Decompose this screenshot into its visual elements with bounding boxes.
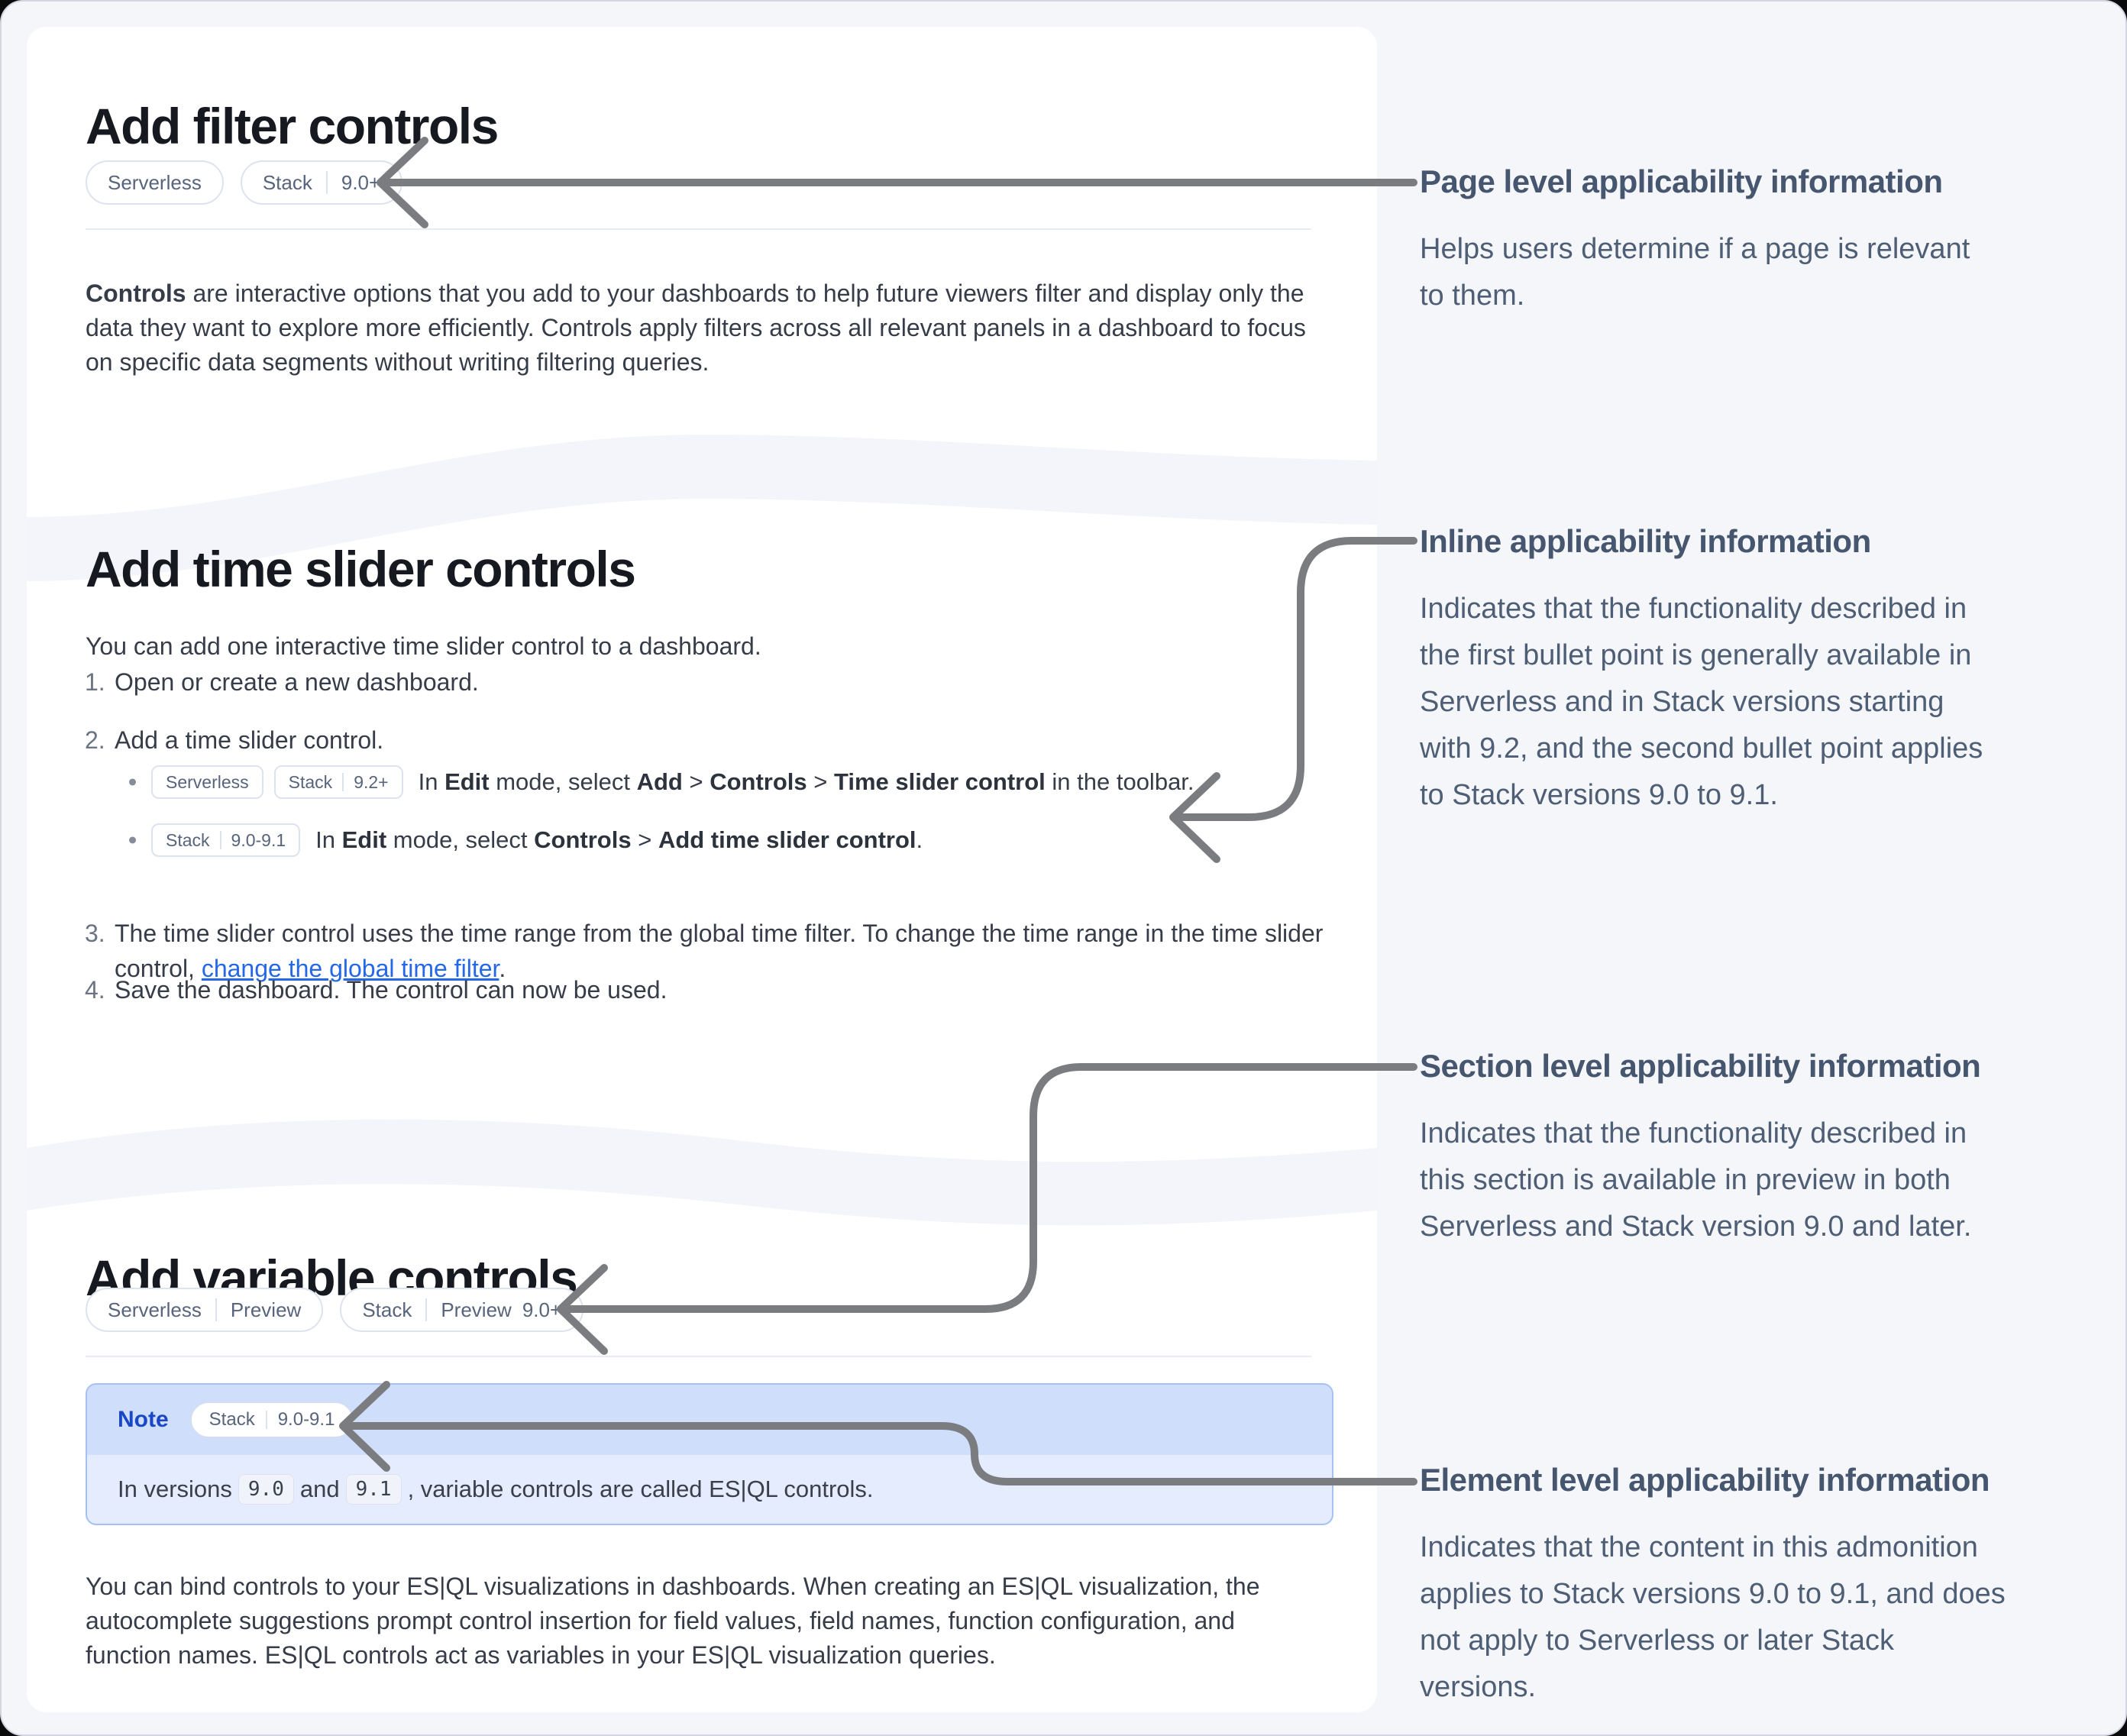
divider — [86, 1356, 1311, 1357]
badge-stack-version[interactable]: Stack 9.0-9.1 — [189, 1401, 354, 1438]
code-chip: 9.0 — [238, 1474, 294, 1505]
annotation-title: Page level applicability information — [1420, 163, 1943, 199]
intro-paragraph: Controls are interactive options that yo… — [86, 280, 1306, 376]
annotation-title: Element level applicability information — [1420, 1462, 1990, 1498]
content-column: Add filter controls Serverless Stack 9.0… — [27, 27, 1377, 1712]
badge-serverless-preview[interactable]: Serverless Preview — [86, 1288, 324, 1332]
note-body: In versions 9.0 and 9.1, variable contro… — [87, 1455, 1332, 1524]
badge-serverless[interactable]: Serverless — [151, 765, 263, 799]
badge-stack-version[interactable]: Stack 9.0+ — [240, 160, 403, 205]
annotation-body: Indicates that the functionality describ… — [1420, 593, 1983, 811]
badge-version: 9.2+ — [354, 771, 389, 792]
badge-product: Stack — [362, 1298, 412, 1321]
badge-divider — [425, 1298, 428, 1321]
badge-version: 9.0+ — [522, 1298, 562, 1321]
badge-stack-preview-version[interactable]: Stack Preview 9.0+ — [340, 1288, 584, 1332]
esql-paragraph: You can bind controls to your ES|QL visu… — [86, 1573, 1260, 1669]
list-item-text: In Edit mode, select Add > Controls > Ti… — [418, 768, 1194, 795]
badge-stack-version[interactable]: Stack 9.0-9.1 — [151, 823, 301, 857]
badge-version: 9.0-9.1 — [277, 1409, 335, 1430]
badge-lifecycle: Preview — [230, 1298, 302, 1321]
annotation-section-level: Section level applicability information … — [1420, 1046, 2125, 1250]
ordered-step-1: 1. Open or create a new dashboard. — [85, 664, 479, 700]
list-item-stack-only: Stack 9.0-9.1 In Edit mode, select Contr… — [129, 823, 923, 858]
ordered-step-3: 3.The time slider control uses the time … — [85, 881, 1337, 986]
badge-serverless[interactable]: Serverless — [86, 160, 224, 205]
badge-divider — [219, 831, 221, 849]
badge-version: 9.0-9.1 — [231, 829, 286, 850]
badge-divider — [265, 1411, 267, 1429]
step-number: 3. — [85, 920, 105, 947]
section-intro: You can add one interactive time slider … — [86, 632, 761, 660]
section-applicability-badges: Serverless Preview Stack Preview 9.0+ — [86, 1288, 584, 1332]
badge-version: 9.0+ — [341, 170, 381, 194]
annotation-body: Indicates that the functionality describ… — [1420, 1117, 1972, 1243]
bold-lead: Controls — [86, 280, 186, 307]
badge-product: Stack — [166, 829, 210, 850]
bullet-dot — [129, 778, 136, 786]
badge-label: Serverless — [108, 170, 202, 194]
global-time-filter-link[interactable]: change the global time filter — [201, 955, 499, 982]
page-title: Add filter controls — [86, 98, 499, 155]
badge-divider — [215, 1298, 217, 1321]
badge-product: Serverless — [108, 1298, 202, 1321]
badge-stack-version[interactable]: Stack 9.2+ — [273, 765, 403, 799]
note-header: Note Stack 9.0-9.1 — [87, 1385, 1332, 1455]
page-applicability-badges: Serverless Stack 9.0+ — [86, 160, 403, 205]
divider — [86, 228, 1311, 230]
annotation-title: Inline applicability information — [1420, 523, 1871, 559]
step-number: 2. — [85, 726, 105, 754]
annotation-title: Section level applicability information — [1420, 1048, 1981, 1084]
note-label: Note — [118, 1407, 169, 1432]
badge-lifecycle: Preview — [441, 1298, 512, 1321]
badge-product: Stack — [262, 170, 312, 194]
annotation-page-level: Page level applicability information Hel… — [1420, 162, 2125, 319]
list-item-serverless-stack: Serverless Stack 9.2+ In Edit mode, sele… — [129, 765, 1194, 800]
step-number: 4. — [85, 976, 105, 1004]
badge-label: Serverless — [166, 771, 249, 792]
badge-product: Stack — [288, 771, 333, 792]
code-chip: 9.1 — [345, 1474, 402, 1505]
bullet-dot — [129, 836, 136, 844]
badge-product: Stack — [208, 1409, 255, 1430]
note-admonition: Note Stack 9.0-9.1 In versions 9.0 and 9… — [86, 1383, 1333, 1525]
badge-divider — [325, 171, 328, 194]
annotation-body: Indicates that the content in this admon… — [1420, 1531, 2006, 1703]
annotation-inline-level: Inline applicability information Indicat… — [1420, 522, 2125, 819]
ordered-step-4: 4. Save the dashboard. The control can n… — [85, 972, 667, 1007]
step-number: 1. — [85, 668, 105, 696]
badge-divider — [342, 773, 344, 791]
section-title-time-slider: Add time slider controls — [86, 541, 636, 598]
annotation-body: Helps users determine if a page is relev… — [1420, 233, 1970, 312]
list-item-text: In Edit mode, select Controls > Add time… — [315, 826, 923, 853]
annotation-element-level: Element level applicability information … — [1420, 1460, 2125, 1711]
ordered-step-2: 2. Add a time slider control. — [85, 723, 383, 758]
